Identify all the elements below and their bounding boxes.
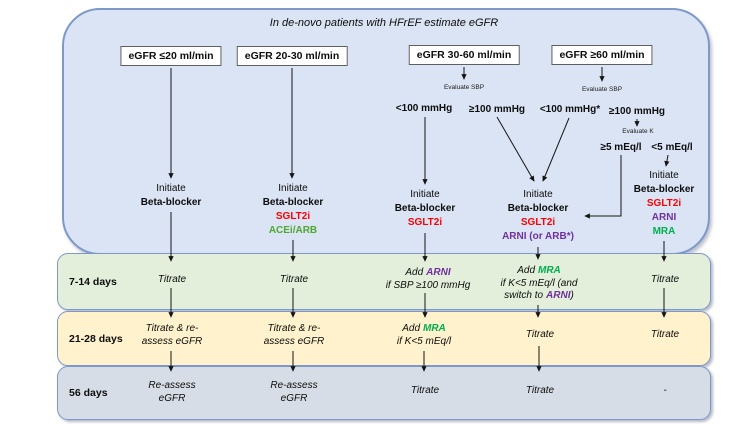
band-7-14-days-label: 7-14 days (69, 275, 117, 288)
initiate-block-col4: Initiate Beta-blocker SGLT2i ARNI (or AR… (502, 188, 574, 244)
cell-b3-c4: Titrate (525, 385, 555, 396)
arni-label: ARNI (651, 212, 677, 223)
beta-blocker-label: Beta-blocker (507, 203, 569, 214)
cell-b2-c4: Titrate (525, 329, 555, 340)
egfr-box-ge60: eGFR ≥60 ml/min (551, 45, 653, 65)
cell-b2-c5: Titrate (650, 329, 680, 340)
egfr-box-30-60: eGFR 30-60 ml/min (408, 45, 520, 65)
sglt2i-label: SGLT2i (275, 211, 311, 222)
sglt2i-label: SGLT2i (646, 198, 682, 209)
condition-line: if K<5 mEq/l (and (500, 277, 578, 289)
initiate-block-col1: Initiate Beta-blocker (141, 182, 202, 210)
mra-label: MRA (538, 265, 561, 276)
condition-line: if SBP ≥100 mmHg (385, 279, 471, 291)
beta-blocker-label: Beta-blocker (262, 197, 324, 208)
beta-blocker-label: Beta-blocker (633, 184, 695, 195)
add-word: Add (517, 265, 536, 276)
flowchart-title: In de-novo patients with HFrEF estimate … (269, 17, 499, 29)
sglt2i-label: SGLT2i (520, 217, 556, 228)
evaluate-sbp-ge60-label: Evaluate SBP (581, 86, 623, 93)
titrate-line: Titrate & re- (145, 323, 199, 334)
band-21-28-days-label: 21-28 days (69, 332, 123, 345)
beta-blocker-label: Beta-blocker (140, 197, 202, 208)
k-low-label: <5 mEq/l (651, 142, 693, 153)
titrate-line: Titrate & re- (267, 323, 321, 334)
cell-b2-c2: Titrate & re- assess eGFR (264, 323, 325, 348)
sglt2i-label: SGLT2i (407, 217, 443, 228)
egfr-line: eGFR (280, 392, 308, 404)
k-high-label: ≥5 mEq/l (600, 142, 642, 153)
band-56-days: 56 days Re-assess eGFR Re-assess eGFR Ti… (57, 366, 711, 420)
close-paren: ) (570, 290, 574, 301)
initiate-line: Initiate (156, 183, 186, 194)
arni-label: ARNI (546, 290, 571, 301)
add-word: Add (405, 267, 424, 278)
egfr-line: eGFR (158, 392, 186, 404)
egfr-box-20-30: eGFR 20-30 ml/min (236, 46, 348, 66)
initiate-block-col5: Initiate Beta-blocker SGLT2i ARNI MRA (634, 169, 695, 239)
evaluate-sbp-30-60-label: Evaluate SBP (443, 84, 485, 91)
initiate-block-col3: Initiate Beta-blocker SGLT2i (395, 188, 456, 230)
cell-b2-c1: Titrate & re- assess eGFR (142, 323, 203, 348)
reassess-line: assess eGFR (263, 335, 325, 347)
cell-b1-c1: Titrate (157, 274, 187, 285)
switch-to-word: switch to (504, 290, 544, 301)
initiate-line: Initiate (649, 170, 679, 181)
evaluate-k-label: Evaluate K (622, 128, 654, 135)
initiate-line: Initiate (278, 183, 308, 194)
initiate-block-col2: Initiate Beta-blocker SGLT2i ACEi/ARB (263, 182, 324, 238)
acei-arb-label: ACEi/ARB (268, 225, 318, 236)
beta-blocker-label: Beta-blocker (394, 203, 456, 214)
arni-label: ARNI (426, 267, 451, 278)
reassess-line: assess eGFR (141, 335, 203, 347)
sbp-30-60-low-label: <100 mmHg (395, 103, 453, 114)
band-21-28-days: 21-28 days Titrate & re- assess eGFR Tit… (57, 311, 711, 366)
initiate-line: Initiate (523, 189, 553, 200)
initiate-line: Initiate (410, 189, 440, 200)
mra-label: MRA (652, 226, 676, 237)
sbp-30-60-high-label: ≥100 mmHg (468, 104, 526, 115)
egfr-box-le20: eGFR ≤20 ml/min (120, 46, 222, 66)
cell-b3-c2: Re-assess eGFR (270, 380, 317, 405)
sbp-ge60-high-label: ≥100 mmHg (608, 106, 666, 117)
cell-b3-c3: Titrate (410, 385, 440, 396)
arni-or-arb-label: ARNI (or ARB*) (502, 231, 574, 242)
cell-b1-c5: Titrate (650, 274, 680, 285)
band-56-days-label: 56 days (69, 387, 108, 399)
cell-b1-c2: Titrate (279, 274, 309, 285)
reassess-line: Re-assess (270, 380, 318, 391)
cell-b3-c1: Re-assess eGFR (148, 380, 195, 405)
mra-label: MRA (423, 323, 446, 334)
cell-b3-c5: - (663, 385, 667, 396)
reassess-line: Re-assess (148, 380, 196, 391)
add-word: Add (402, 323, 421, 334)
sbp-ge60-low-label: <100 mmHg* (539, 104, 601, 115)
condition-line: if K<5 mEq/l (396, 335, 452, 347)
